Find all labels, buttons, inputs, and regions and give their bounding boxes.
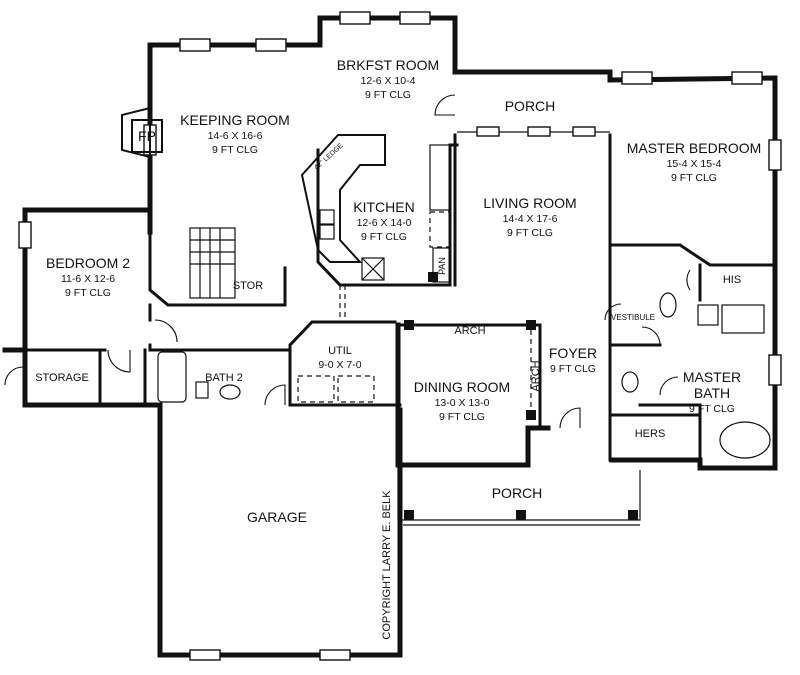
arch-side-label: ARCH (530, 360, 542, 391)
vestibule-label: VESTIBULE (611, 313, 655, 322)
interior-walls (23, 133, 777, 462)
keeping-room-clg: 9 FT CLG (212, 144, 258, 156)
copyright-label: COPYRIGHT LARRY E. BELK (381, 490, 393, 640)
his-label: HIS (723, 274, 741, 286)
util-name: UTIL (328, 345, 352, 357)
fireplace-label: FP (138, 128, 156, 144)
dining-room-dims: 13-0 X 13-0 (435, 397, 490, 409)
master-bath-name-1: MASTER (683, 369, 741, 385)
stor-label: STOR (233, 280, 263, 292)
master-bedroom-clg: 9 FT CLG (671, 172, 717, 184)
kitchen-dims: 12-6 X 14-0 (357, 217, 412, 229)
living-room-clg: 9 FT CLG (507, 227, 553, 239)
master-bath-clg: 9 FT CLG (689, 403, 735, 415)
bedroom2-name: BEDROOM 2 (46, 255, 130, 271)
bedroom2-clg: 9 FT CLG (65, 287, 111, 299)
kitchen-fixtures (300, 134, 451, 318)
brkfst-room-dims: 12-6 X 10-4 (361, 75, 416, 87)
arch-posts (404, 272, 638, 520)
hers-label: HERS (635, 428, 666, 440)
bath2-label: BATH 2 (205, 372, 243, 384)
bath-fixtures (157, 292, 771, 459)
arch-top-label: ARCH (454, 325, 485, 337)
dining-room-clg: 9 FT CLG (439, 411, 485, 423)
storage-label: STORAGE (35, 372, 89, 384)
garage-name: GARAGE (247, 509, 307, 525)
master-bath-name-2: BATH (694, 385, 730, 401)
brkfst-room-clg: 9 FT CLG (365, 89, 411, 101)
porch-top-label: PORCH (505, 98, 556, 114)
foyer-clg: 9 FT CLG (550, 363, 596, 375)
dining-room-name: DINING ROOM (414, 379, 510, 395)
keeping-room-dims: 14-6 X 16-6 (208, 130, 263, 142)
foyer-name: FOYER (549, 345, 597, 361)
keeping-room-name: KEEPING ROOM (180, 112, 290, 128)
pantry-label: PAN (437, 257, 447, 275)
util-dims: 9-0 X 7-0 (318, 359, 361, 371)
stairs (189, 227, 236, 299)
master-bedroom-dims: 15-4 X 15-4 (667, 158, 722, 170)
kitchen-clg: 9 FT CLG (361, 231, 407, 243)
laundry-appliances (297, 375, 375, 403)
exterior-walls (2, 15, 778, 658)
fireplace (121, 106, 163, 159)
master-bedroom-name: MASTER BEDROOM (627, 140, 762, 156)
living-room-dims: 14-4 X 17-6 (503, 213, 558, 225)
living-room-name: LIVING ROOM (483, 195, 576, 211)
kitchen-name: KITCHEN (353, 199, 414, 215)
doors (4, 94, 691, 429)
bedroom2-dims: 11-6 X 12-6 (61, 273, 115, 285)
brkfst-room-name: BRKFST ROOM (337, 57, 439, 73)
porch-bottom-label: PORCH (492, 485, 543, 501)
